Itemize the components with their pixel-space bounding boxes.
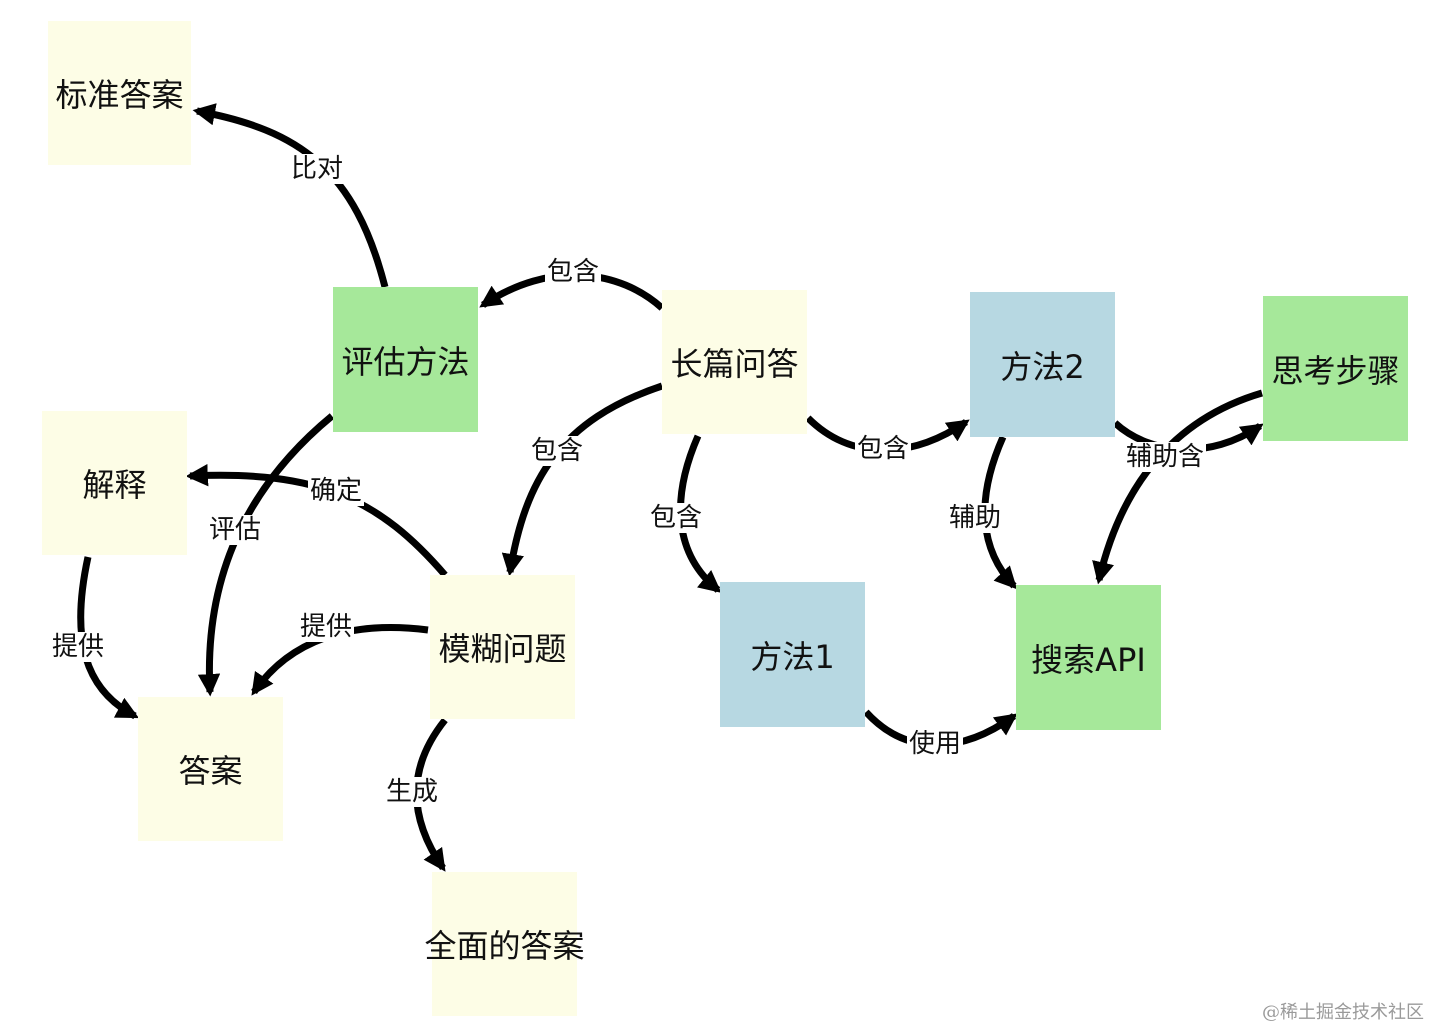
node-explanation: 解释: [42, 411, 187, 555]
label-confirm: 确定: [308, 476, 365, 506]
node-method1: 方法1: [720, 582, 865, 727]
node-method2: 方法2: [970, 292, 1115, 437]
label-assist: 辅助: [947, 503, 1004, 533]
label-provide-fuzzy: 提供: [298, 612, 355, 642]
node-fuzzy-question: 模糊问题: [430, 575, 575, 719]
label-contain-eval: 包含: [545, 257, 602, 287]
edge-contain-fuzzy: [501, 382, 664, 577]
label-evaluate: 评估: [207, 515, 264, 545]
node-eval-method: 评估方法: [333, 287, 478, 432]
label-contain-method2: 包含: [855, 434, 912, 464]
node-thinking-steps: 思考步骤: [1263, 296, 1408, 441]
edge-compare: [192, 103, 389, 288]
watermark: @稀土掘金技术社区: [1262, 1002, 1424, 1023]
node-long-qa: 长篇问答: [662, 290, 807, 434]
label-provide-explanation: 提供: [50, 632, 107, 662]
label-contain-fuzzy: 包含: [529, 436, 586, 466]
edge-evaluate: [197, 413, 335, 697]
label-assist-contain: 辅助含: [1124, 442, 1207, 472]
label-contain-method1: 包含: [648, 503, 705, 533]
node-complete-answer: 全面的答案: [425, 872, 585, 1016]
node-standard-answer: 标准答案: [48, 21, 191, 165]
node-answer: 答案: [138, 697, 283, 841]
label-compare: 比对: [289, 154, 346, 184]
node-search-api: 搜索API: [1016, 585, 1161, 730]
label-generate: 生成: [384, 777, 441, 807]
edge-assist-contain: [1092, 389, 1263, 585]
label-use: 使用: [907, 729, 964, 759]
